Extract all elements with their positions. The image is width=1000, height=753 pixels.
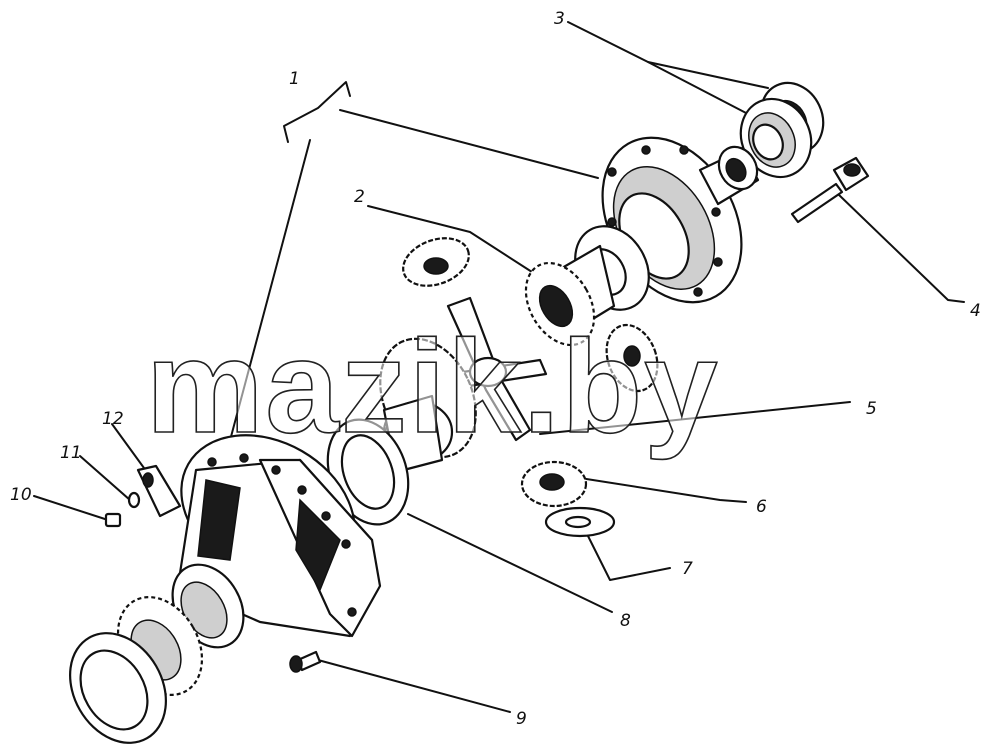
leader-4 <box>837 193 965 303</box>
pinion-gear-upper <box>402 237 470 287</box>
part-1-housing-lower <box>171 434 382 649</box>
callout-12: 12 <box>102 409 124 429</box>
leader-3b <box>647 61 749 115</box>
leader-5 <box>539 401 851 435</box>
callout-9: 9 <box>516 709 527 729</box>
callout-2: 2 <box>354 187 365 207</box>
part-11-washer <box>127 491 141 509</box>
part-10-bolt <box>104 512 122 528</box>
callout-1: 1 <box>289 69 300 89</box>
leader-6 <box>579 477 747 503</box>
part-2-side-gear <box>524 225 650 347</box>
watermark: mazik.by <box>146 313 720 460</box>
lower-bearing <box>69 596 204 744</box>
leader-8 <box>407 513 613 613</box>
leader-1-bracket <box>283 81 351 143</box>
pinion-gear-right <box>605 323 659 393</box>
callout-10: 10 <box>10 485 32 505</box>
callout-4: 4 <box>970 301 981 321</box>
callout-8: 8 <box>620 611 631 631</box>
leader-lines <box>33 21 965 713</box>
leader-7 <box>585 531 671 581</box>
callout-5: 5 <box>866 399 877 419</box>
leader-1-upper <box>339 109 599 179</box>
part-4-bolt <box>790 156 870 224</box>
leader-11 <box>79 455 131 501</box>
part-12-lock-plate <box>136 464 182 518</box>
part-5-spider <box>446 296 548 442</box>
leader-1-lower <box>227 139 311 449</box>
callout-6: 6 <box>756 497 767 517</box>
callout-7: 7 <box>682 559 693 579</box>
part-6-bevel-gear <box>520 460 588 508</box>
callout-3: 3 <box>554 9 565 29</box>
leader-10 <box>33 495 109 521</box>
leader-12 <box>111 423 145 469</box>
leader-3a <box>567 21 769 89</box>
part-9-bolt <box>289 650 322 673</box>
callout-labels: 1 2 3 4 5 6 7 8 9 10 11 12 <box>10 9 981 729</box>
callout-11: 11 <box>60 443 82 463</box>
leader-2 <box>367 205 533 273</box>
part-7-washer <box>544 506 616 538</box>
leader-9 <box>317 659 511 713</box>
